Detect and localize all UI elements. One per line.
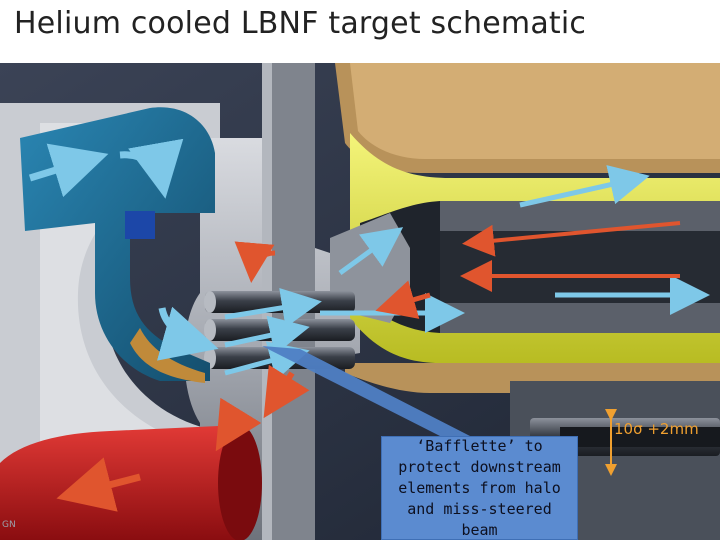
return-flow-arrow-icon — [56, 457, 141, 512]
slide-title: Helium cooled LBNF target schematic — [14, 6, 587, 41]
coolant-flow-arrow-icon — [338, 227, 404, 276]
dimension-label: 10σ +2mm — [614, 420, 699, 438]
bafflette-callout: ‘Bafflette’ to protect downstream elemen… — [381, 436, 578, 540]
return-flow-arrow-icon — [215, 397, 262, 452]
coolant-flow-arrow-icon — [28, 143, 109, 198]
target-schematic — [0, 63, 720, 540]
coolant-flow-arrow-icon — [224, 288, 322, 328]
core-upper-lining — [440, 201, 720, 231]
curved-flow-arrow-icon — [157, 306, 219, 361]
blue-inlet-bronze-lip — [130, 328, 205, 383]
bafflette-tube-end-2 — [204, 319, 216, 341]
curved-flow-arrow-icon — [119, 138, 184, 199]
coolant-flow-arrow-icon — [519, 165, 650, 208]
bafflette-tube-end-1 — [204, 291, 216, 313]
core-lower-lining — [440, 303, 720, 333]
blue-inlet-collar — [125, 211, 155, 239]
curved-flow-arrow-icon — [234, 241, 276, 283]
bafflette-tube-2 — [205, 319, 355, 341]
return-flow-arrow-icon — [263, 364, 310, 419]
return-flow-arrow-icon — [375, 280, 431, 319]
callout-pointer — [262, 346, 470, 436]
bronze-shell-inner — [350, 63, 720, 159]
coolant-flow-arrow-icon — [224, 315, 310, 355]
cutaway-tube-inner — [560, 427, 720, 447]
corner-mark: GN — [2, 520, 16, 530]
return-flow-arrow-icon — [462, 221, 681, 257]
red-outlet-pipe-mouth — [218, 425, 262, 540]
